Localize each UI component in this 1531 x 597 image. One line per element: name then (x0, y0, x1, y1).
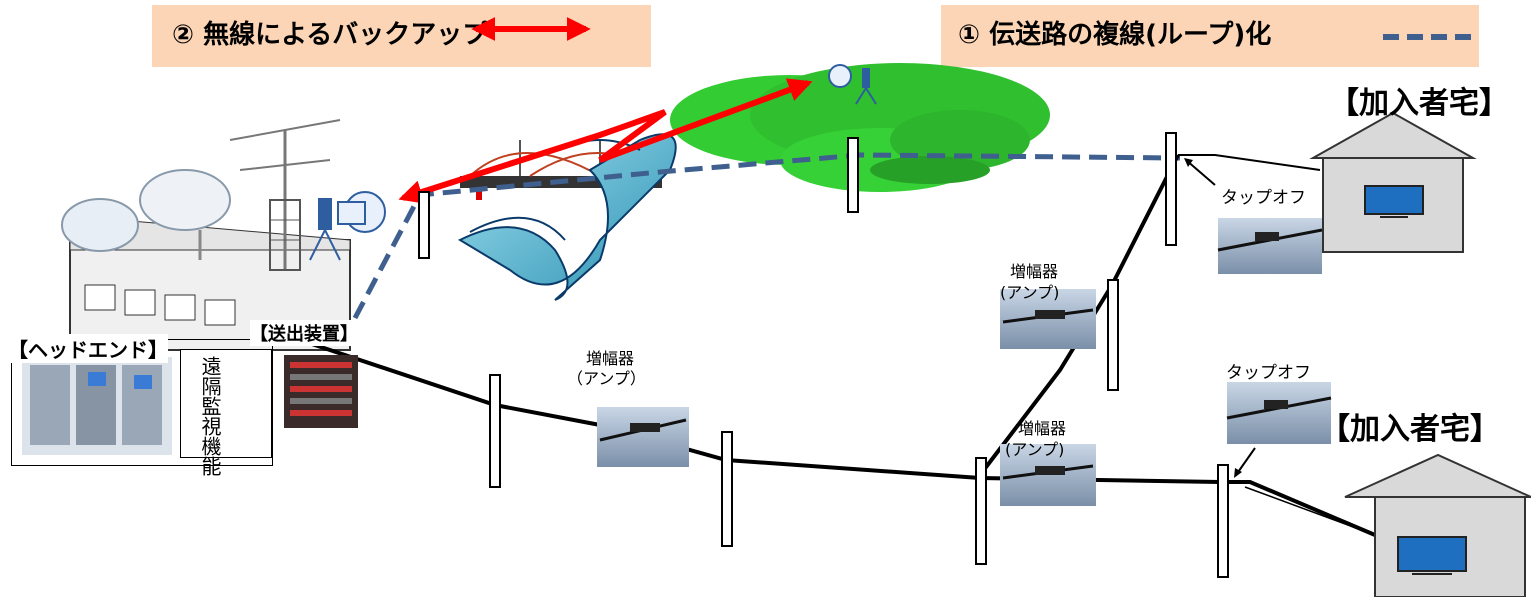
headend-label: 【ヘッドエンド】 (8, 334, 168, 363)
amplifier-label: 増幅器 (1018, 419, 1067, 438)
wireless-legend-label: ② 無線によるバックアップ (172, 20, 489, 50)
satellite-dish-icon (61, 169, 231, 260)
wave-icon (457, 133, 677, 301)
tv-antenna-icon (229, 119, 341, 271)
mountain-icon (670, 63, 1050, 192)
wireless-antenna-left-icon (309, 191, 386, 261)
amplifier-photo (597, 407, 689, 467)
subscriber-home-label: 【加入者宅】 (1320, 412, 1500, 447)
amplifier-label: 増幅器 (586, 349, 635, 368)
headend-rack-photo (22, 357, 172, 455)
remote-monitoring-label: 遠隔監視機能 (198, 356, 222, 476)
amplifier-photo (1000, 444, 1096, 506)
transmitter-photo (284, 355, 358, 428)
utility-pole (418, 132, 1229, 578)
subscriber-home-label: 【加入者宅】 (1329, 86, 1509, 121)
amplifier-label: 増幅器 (1010, 262, 1059, 281)
tap-off-pointer-arrow-icon (1184, 158, 1256, 478)
amplifier-sub-label: (アンプ) (1000, 283, 1060, 302)
wireless-antenna-right-icon (828, 64, 877, 105)
amplifier-sub-label: （アンプ） (567, 369, 646, 388)
tap-off-label: タップオフ (1226, 363, 1311, 383)
loop-legend-label: ① 伝送路の複線(ループ)化 (958, 20, 1272, 50)
subscriber-house-icon (1309, 111, 1477, 253)
subscriber-house-icon (1344, 453, 1531, 597)
remote-monitoring-box (180, 349, 272, 458)
tap-off-label: タップオフ (1221, 188, 1306, 208)
coax-cable (269, 154, 1376, 537)
amplifier-photo (1000, 289, 1096, 349)
wireless-backup-arrow (398, 78, 813, 204)
transmitter-label: 【送出装置】 (250, 320, 358, 346)
tap-off-photo (1226, 382, 1332, 444)
amplifier-sub-label: (アンプ) (1005, 440, 1065, 459)
tap-off-photo (1217, 218, 1323, 274)
